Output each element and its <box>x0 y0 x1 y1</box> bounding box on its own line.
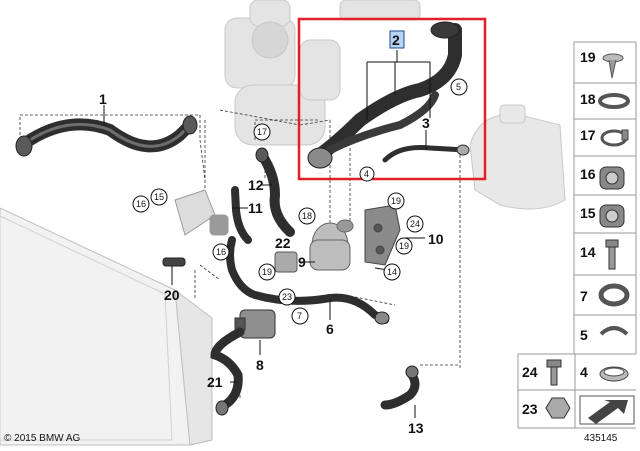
pump <box>309 219 354 271</box>
callout-17: 17 <box>257 127 267 137</box>
callout-2-lines <box>366 50 431 120</box>
quick-coupling-icon <box>599 204 625 228</box>
callout-18: 18 <box>302 211 312 221</box>
quick-coupling-icon <box>599 166 625 190</box>
expansion-tank <box>469 104 566 210</box>
parts-legend: 19 18 17 16 15 14 7 5 <box>517 41 637 429</box>
callout-1: 1 <box>99 91 107 107</box>
callout-2: 2 <box>392 32 400 48</box>
bracket-10 <box>364 204 401 266</box>
callout-6: 6 <box>326 321 334 337</box>
callout-9: 9 <box>298 254 306 270</box>
hose-11 <box>231 186 252 244</box>
spring-clamp-icon <box>600 129 629 147</box>
bracket-22 <box>274 251 298 273</box>
hex-nut-icon <box>545 397 571 419</box>
engine-block <box>224 0 421 146</box>
legend-label-14: 14 <box>580 244 596 260</box>
callout-4: 4 <box>364 169 369 179</box>
radiator <box>0 207 213 446</box>
callout-23: 23 <box>282 292 292 302</box>
callout-10: 10 <box>428 231 444 247</box>
callout-3: 3 <box>422 115 430 131</box>
legend-label-4: 4 <box>580 364 588 380</box>
callout-8: 8 <box>256 357 264 373</box>
callout-15: 15 <box>154 192 164 202</box>
hose-clamp-icon <box>599 366 629 382</box>
hex-bolt-icon <box>546 359 562 386</box>
highlight-frame <box>297 17 487 181</box>
callout-5: 5 <box>456 82 461 92</box>
hose-clamp-ring-icon <box>598 93 630 109</box>
hose-13 <box>380 365 420 410</box>
callout-2-highlight <box>389 30 405 49</box>
callout-19c: 19 <box>262 267 272 277</box>
legend-label-24: 24 <box>522 364 538 380</box>
arrow-icon <box>579 395 635 425</box>
valve-8 <box>234 309 276 339</box>
document-number: 435145 <box>584 433 618 444</box>
hose-6 <box>226 236 390 325</box>
hose-assembly-2 <box>307 21 470 169</box>
callout-7: 7 <box>297 311 302 321</box>
callout-21: 21 <box>207 374 223 390</box>
screw-clip-icon <box>602 53 624 79</box>
callout-16a: 16 <box>136 199 146 209</box>
callout-19a: 19 <box>391 196 401 206</box>
hose-1 <box>15 115 198 157</box>
legend-label-18: 18 <box>580 91 596 107</box>
clamp-icon <box>599 326 629 336</box>
bolt-icon <box>605 239 619 270</box>
callout-12: 12 <box>248 177 264 193</box>
callout-22: 22 <box>275 235 291 251</box>
clamp-icon <box>598 283 630 307</box>
callout-16b: 16 <box>216 247 226 257</box>
legend-label-17: 17 <box>580 127 596 143</box>
copyright-text: © 2015 BMW AG <box>4 433 81 444</box>
legend-label-23: 23 <box>522 401 538 417</box>
hose-12 <box>255 147 295 237</box>
callout-13: 13 <box>408 420 424 436</box>
legend-label-15: 15 <box>580 205 596 221</box>
hose-21 <box>210 327 245 416</box>
callout-20: 20 <box>164 287 180 303</box>
legend-label-5: 5 <box>580 327 588 343</box>
valve-assembly <box>174 189 229 236</box>
legend-label-19: 19 <box>580 49 596 65</box>
callout-11: 11 <box>248 200 263 216</box>
sensor-20 <box>162 257 186 267</box>
callout-24: 24 <box>410 219 420 229</box>
legend-label-7: 7 <box>580 288 588 304</box>
callout-19b: 19 <box>399 241 409 251</box>
legend-label-16: 16 <box>580 166 596 182</box>
callout-14: 14 <box>387 267 397 277</box>
